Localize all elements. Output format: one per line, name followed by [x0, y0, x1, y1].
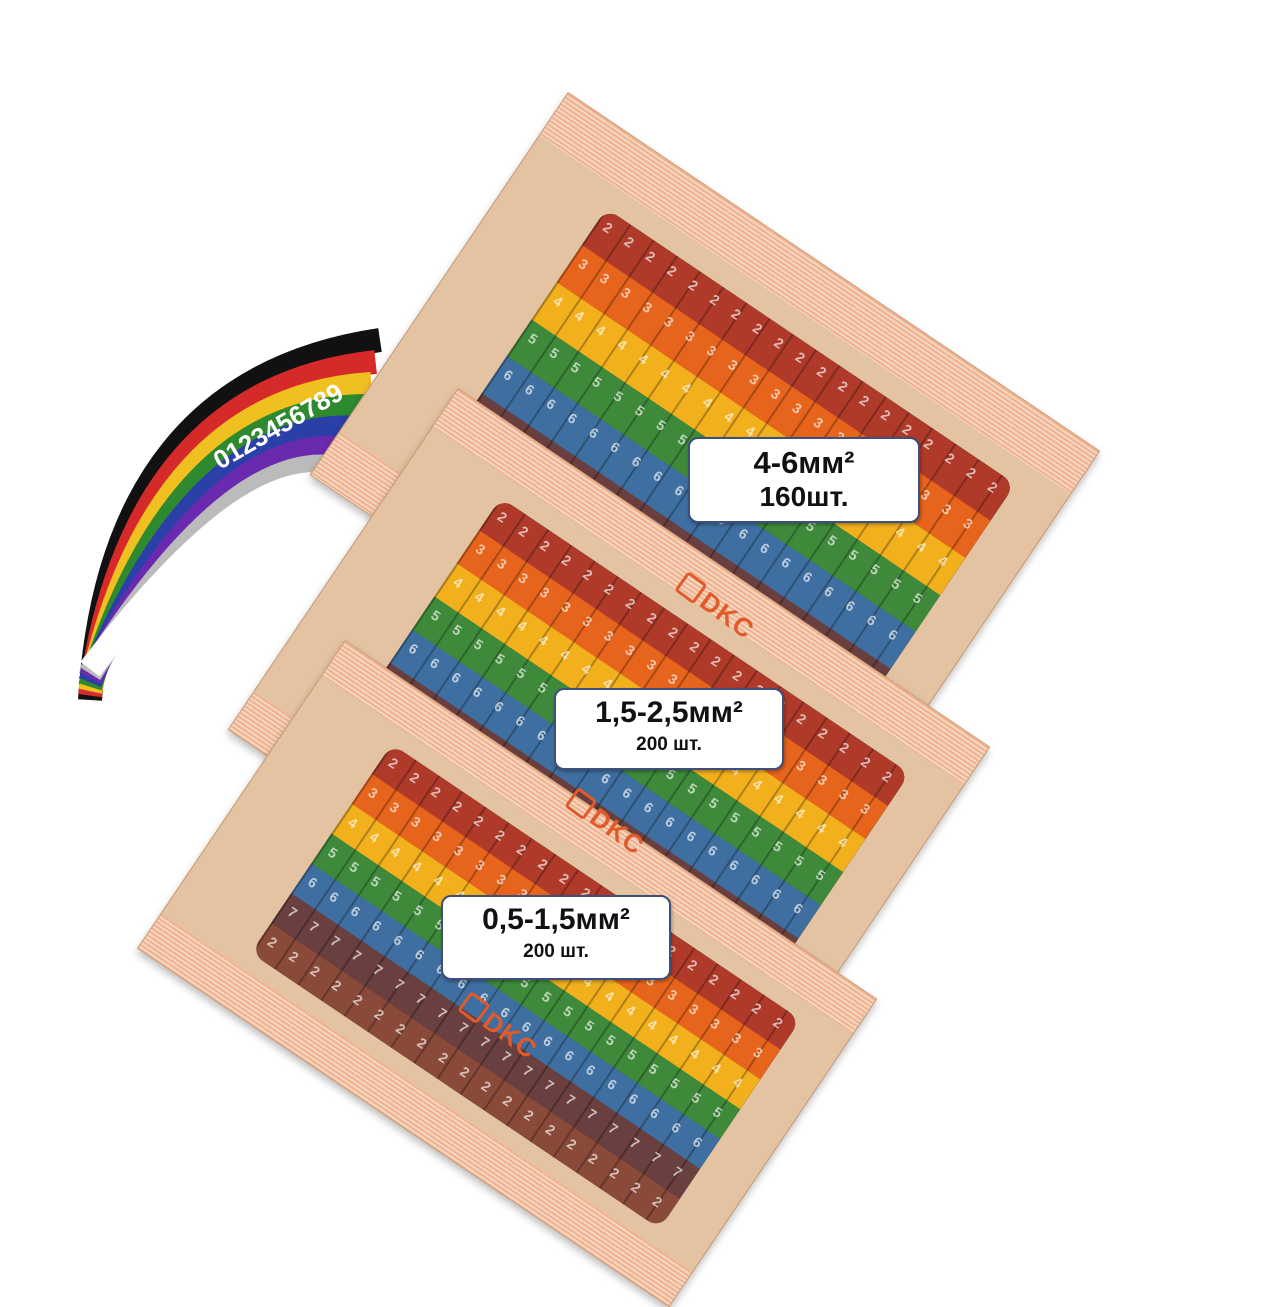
size-text: 4-6мм²: [753, 445, 855, 480]
size-label-1-5-2-5: 1,5-2,5мм² 200 шт.: [554, 688, 784, 770]
marker-roll-graphic: 0123456789: [78, 328, 382, 701]
size-label-0-5-1-5: 0,5-1,5мм² 200 шт.: [441, 895, 671, 980]
count-text: 200 шт.: [523, 941, 589, 962]
size-text: 0,5-1,5мм²: [482, 903, 630, 936]
count-text: 200 шт.: [636, 734, 702, 755]
marker-roll: 0123456789: [70, 320, 400, 710]
size-text: 1,5-2,5мм²: [595, 696, 743, 729]
count-text: 160шт.: [759, 481, 849, 512]
size-label-4-6: 4-6мм² 160шт.: [688, 437, 920, 523]
